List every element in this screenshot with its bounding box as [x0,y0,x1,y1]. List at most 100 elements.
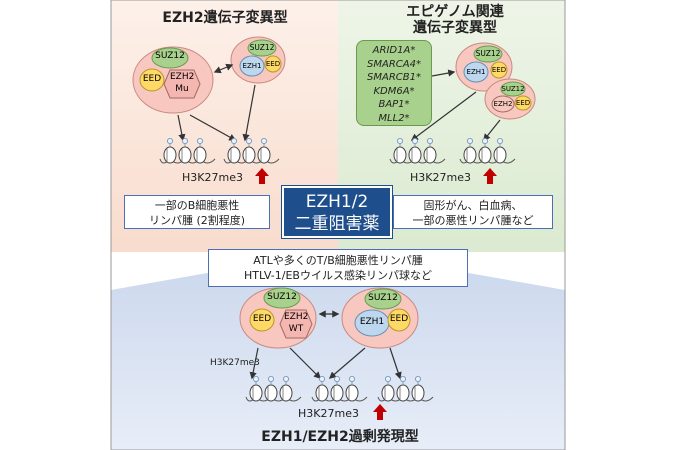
label-ezh1-p2a: EZH1 [466,68,486,76]
disease-box-p2: 固形がん、白血病、 一部の悪性リンパ腫など [393,195,553,229]
disease-p3-line1: ATLや多くのT/B細胞悪性リンパ腫 [253,254,423,267]
gene-item: BAP1* [378,99,410,110]
arrow-p1-c [242,84,256,142]
gene-item: MLL2* [378,112,410,124]
gene-item: SMARCB1* [367,72,421,83]
methyl-mark [181,137,188,144]
complex-ezh2-mutant [132,46,214,114]
nucleosome [381,384,395,402]
label-ezh1-p1b: EZH1 [242,62,262,70]
nucleosome [423,146,437,164]
nucleosome [493,146,507,164]
nucleosome-chain [159,137,216,164]
disease-box-p3: ATLや多くのT/B細胞悪性リンパ腫 HTLV-1/EBウイルス感染リンパ球など [208,249,468,287]
methyl-mark [245,137,252,144]
label-eed-p3b: EED [389,314,409,324]
label-ezh2-p1a: EZH2 [170,72,195,82]
nucleosome-chain [245,375,302,402]
methyl-mark [384,375,391,382]
label-eed-p3a: EED [252,314,272,324]
panel-title-ezh2-mutation: EZH2遺伝子変異型 [162,10,288,26]
nucleosome [242,146,256,164]
methyl-mark [481,137,488,144]
nucleosome [227,146,241,164]
methyl-mark [399,375,406,382]
label-eed-p2b: EED [515,99,531,107]
up-arrow-p1 [255,168,269,184]
arrow-genes-to-complex [431,69,456,77]
nucleosome [478,146,492,164]
drug-box: EZH1/2 二重阻害薬 [281,185,393,239]
methyl-mark [318,375,325,382]
panel-title-overexpression: EZH1/EZH2過剰発現型 [261,429,419,445]
arrow-p2-a [410,91,477,141]
arrow-p2-b [483,119,501,142]
up-arrow-p3 [373,404,387,420]
disease-p1-line1: 一部のB細胞悪性 [154,199,240,212]
nucleosome [163,146,177,164]
methyl-mark [166,137,173,144]
complex-ezh1-panel1 [230,36,286,84]
arrow-p3-b [289,347,322,380]
complex-ezh2-panel2 [484,78,536,120]
label-suz12-p2b: SUZ12 [501,85,525,93]
h3k27me3-label-p1: H3K27me3 [182,171,243,184]
label-eed-p1b: EED [265,60,281,68]
arrow-p3-a [249,347,259,380]
nucleosome [408,146,422,164]
nucleosome-chain [389,137,446,164]
methyl-mark [426,137,433,144]
complex-ezh2-wt [239,287,317,349]
arrow-p1-a [177,114,186,142]
gene-item: SMARCA4* [367,58,421,70]
label-ezh2-wt-p3a: WT [288,324,304,334]
nucleosome [315,384,329,402]
nucleosome [411,384,425,402]
label-ezh2-mu-p1a: Mu [175,84,189,94]
label-eed-p1a: EED [142,74,162,84]
h3k27me3-label-p2: H3K27me3 [410,171,471,184]
panel-overexpression-bg [111,250,565,450]
label-suz12-p1b: SUZ12 [249,43,275,52]
label-suz12-p1a: SUZ12 [155,51,185,61]
nucleosome-chain [223,137,280,164]
gene-item: ARID1A* [372,45,416,56]
frame [110,0,566,450]
h3k27me3-small-label-p3: H3K27me3 [210,358,260,368]
drug-name: EZH1/2 [305,192,369,212]
disease-p2-line1: 固形がん、白血病、 [423,199,523,212]
methyl-mark [230,137,237,144]
nucleosome [178,146,192,164]
nucleosome [345,384,359,402]
label-ezh1-p3b: EZH1 [359,317,385,327]
methyl-mark [466,137,473,144]
nucleosome-chain [311,375,368,402]
nucleosome [193,146,207,164]
gene-list-box: ARID1A* SMARCA4* SMARCB1* KDM6A* BAP1* M… [356,40,432,126]
label-suz12-p2a: SUZ12 [475,49,501,58]
disease-p2-line2: 一部の悪性リンパ腫など [412,214,534,227]
panel-title-epigenome-2: 遺伝子変異型 [413,20,497,36]
nucleosome [463,146,477,164]
nucleosome-chain [459,137,516,164]
nucleosome [393,146,407,164]
disease-p3-line2: HTLV-1/EBウイルス感染リンパ球など [244,269,432,282]
label-ezh2-p2b: EZH2 [493,100,513,108]
nucleosome [279,384,293,402]
h3k27me3-label-p3: H3K27me3 [298,407,359,420]
arrow-p3-d [389,347,402,380]
disease-box-p1: 一部のB細胞悪性 リンパ腫 (2割程度) [124,195,270,229]
nucleosome [264,384,278,402]
methyl-mark [252,375,259,382]
nucleosome-layer [159,137,516,402]
nucleosome [396,384,410,402]
arrow-p3-c [328,347,366,379]
gene-item: KDM6A* [373,85,415,97]
disease-p1-line2: リンパ腫 (2割程度) [148,214,246,227]
methyl-mark [396,137,403,144]
methyl-mark [267,375,274,382]
nucleosome [330,384,344,402]
complex-ezh1-panel2 [455,42,513,92]
up-arrow-p2 [483,168,497,184]
label-ezh2-p3a: EZH2 [284,312,309,322]
